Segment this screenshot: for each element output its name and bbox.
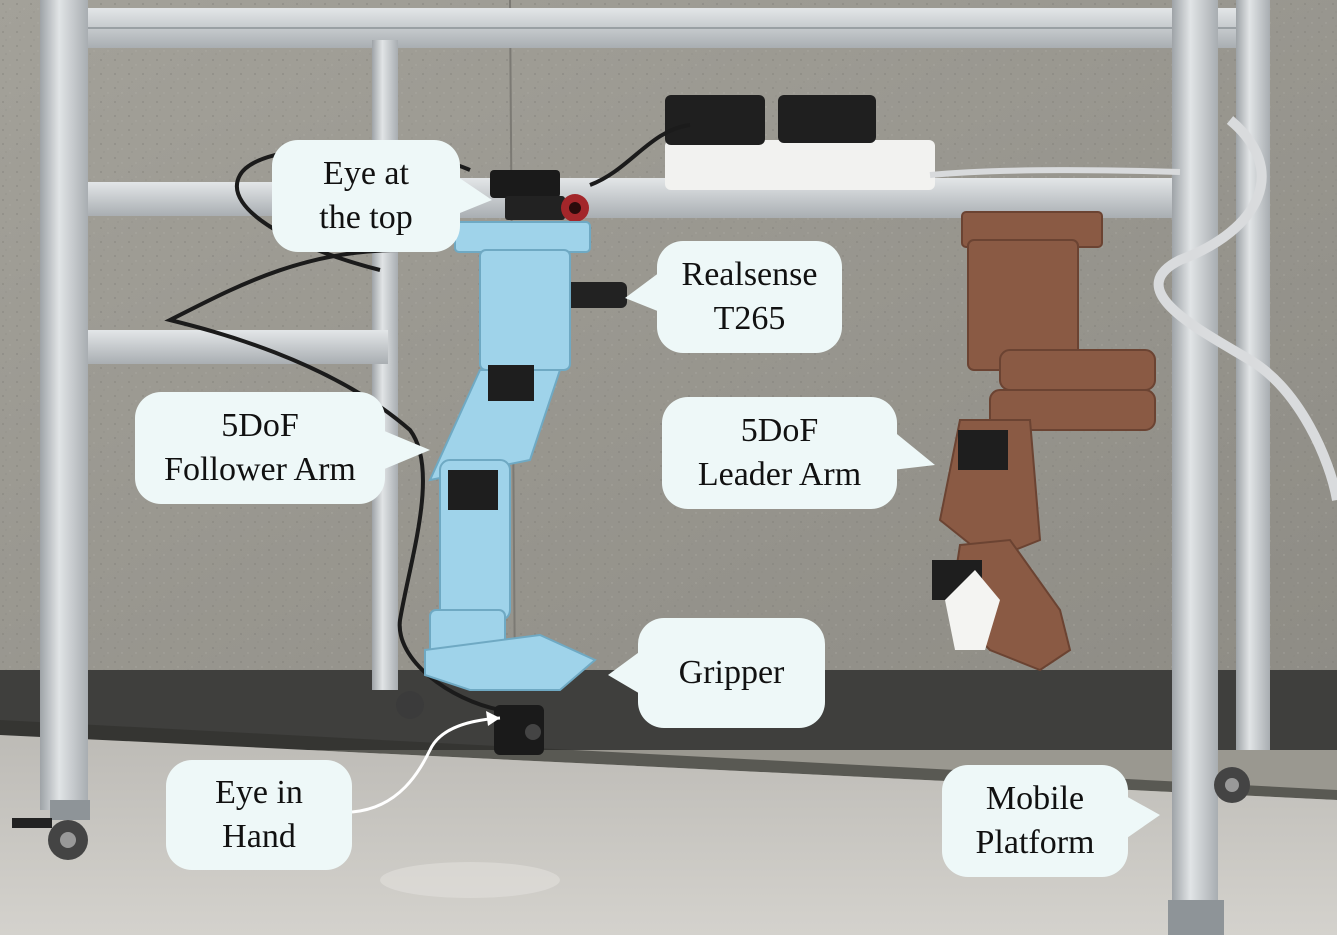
callout-eye-in-hand: Eye in Hand [166, 760, 352, 870]
callout-mobile-line1: Mobile [985, 780, 1085, 817]
follower-arm [424, 221, 597, 691]
callout-follower-line1: 5DoF [221, 407, 299, 444]
callout-leader-line2: Leader Arm [697, 456, 862, 493]
callout-mobile-line2: Platform [975, 824, 1095, 861]
callout-eye-hand-line2: Hand [222, 818, 296, 855]
callout-realsense-line1: Realsense [681, 256, 818, 293]
callout-leader-arm: 5DoF Leader Arm [662, 397, 897, 509]
leader-handle [945, 570, 1000, 650]
callout-follower-arm: 5DoF Follower Arm [135, 392, 385, 504]
callout-gripper: Gripper [638, 618, 825, 728]
callout-mobile-platform: Mobile Platform [942, 765, 1128, 877]
callout-realsense-line2: T265 [713, 300, 786, 337]
callout-eye-top-line2: the top [319, 199, 413, 236]
callout-gripper-line1: Gripper [678, 654, 785, 691]
frame-left-post [40, 0, 88, 810]
callout-leader-line1: 5DoF [740, 412, 819, 449]
callout-eye-at-the-top: Eye at the top [272, 140, 460, 252]
callout-pointers [382, 175, 1160, 840]
power-strip [665, 95, 935, 190]
caster-wheels [12, 691, 1250, 935]
callout-follower-line2: Follower Arm [164, 451, 356, 488]
callout-eye-hand-line1: Eye in [215, 774, 303, 811]
top-camera [490, 170, 589, 222]
callout-realsense-t265: Realsense T265 [657, 241, 842, 353]
frame-right-post [1172, 0, 1218, 900]
realsense-sensor [565, 282, 627, 308]
eye-in-hand-pointer [351, 716, 501, 814]
callout-eye-top-line1: Eye at [323, 155, 409, 192]
